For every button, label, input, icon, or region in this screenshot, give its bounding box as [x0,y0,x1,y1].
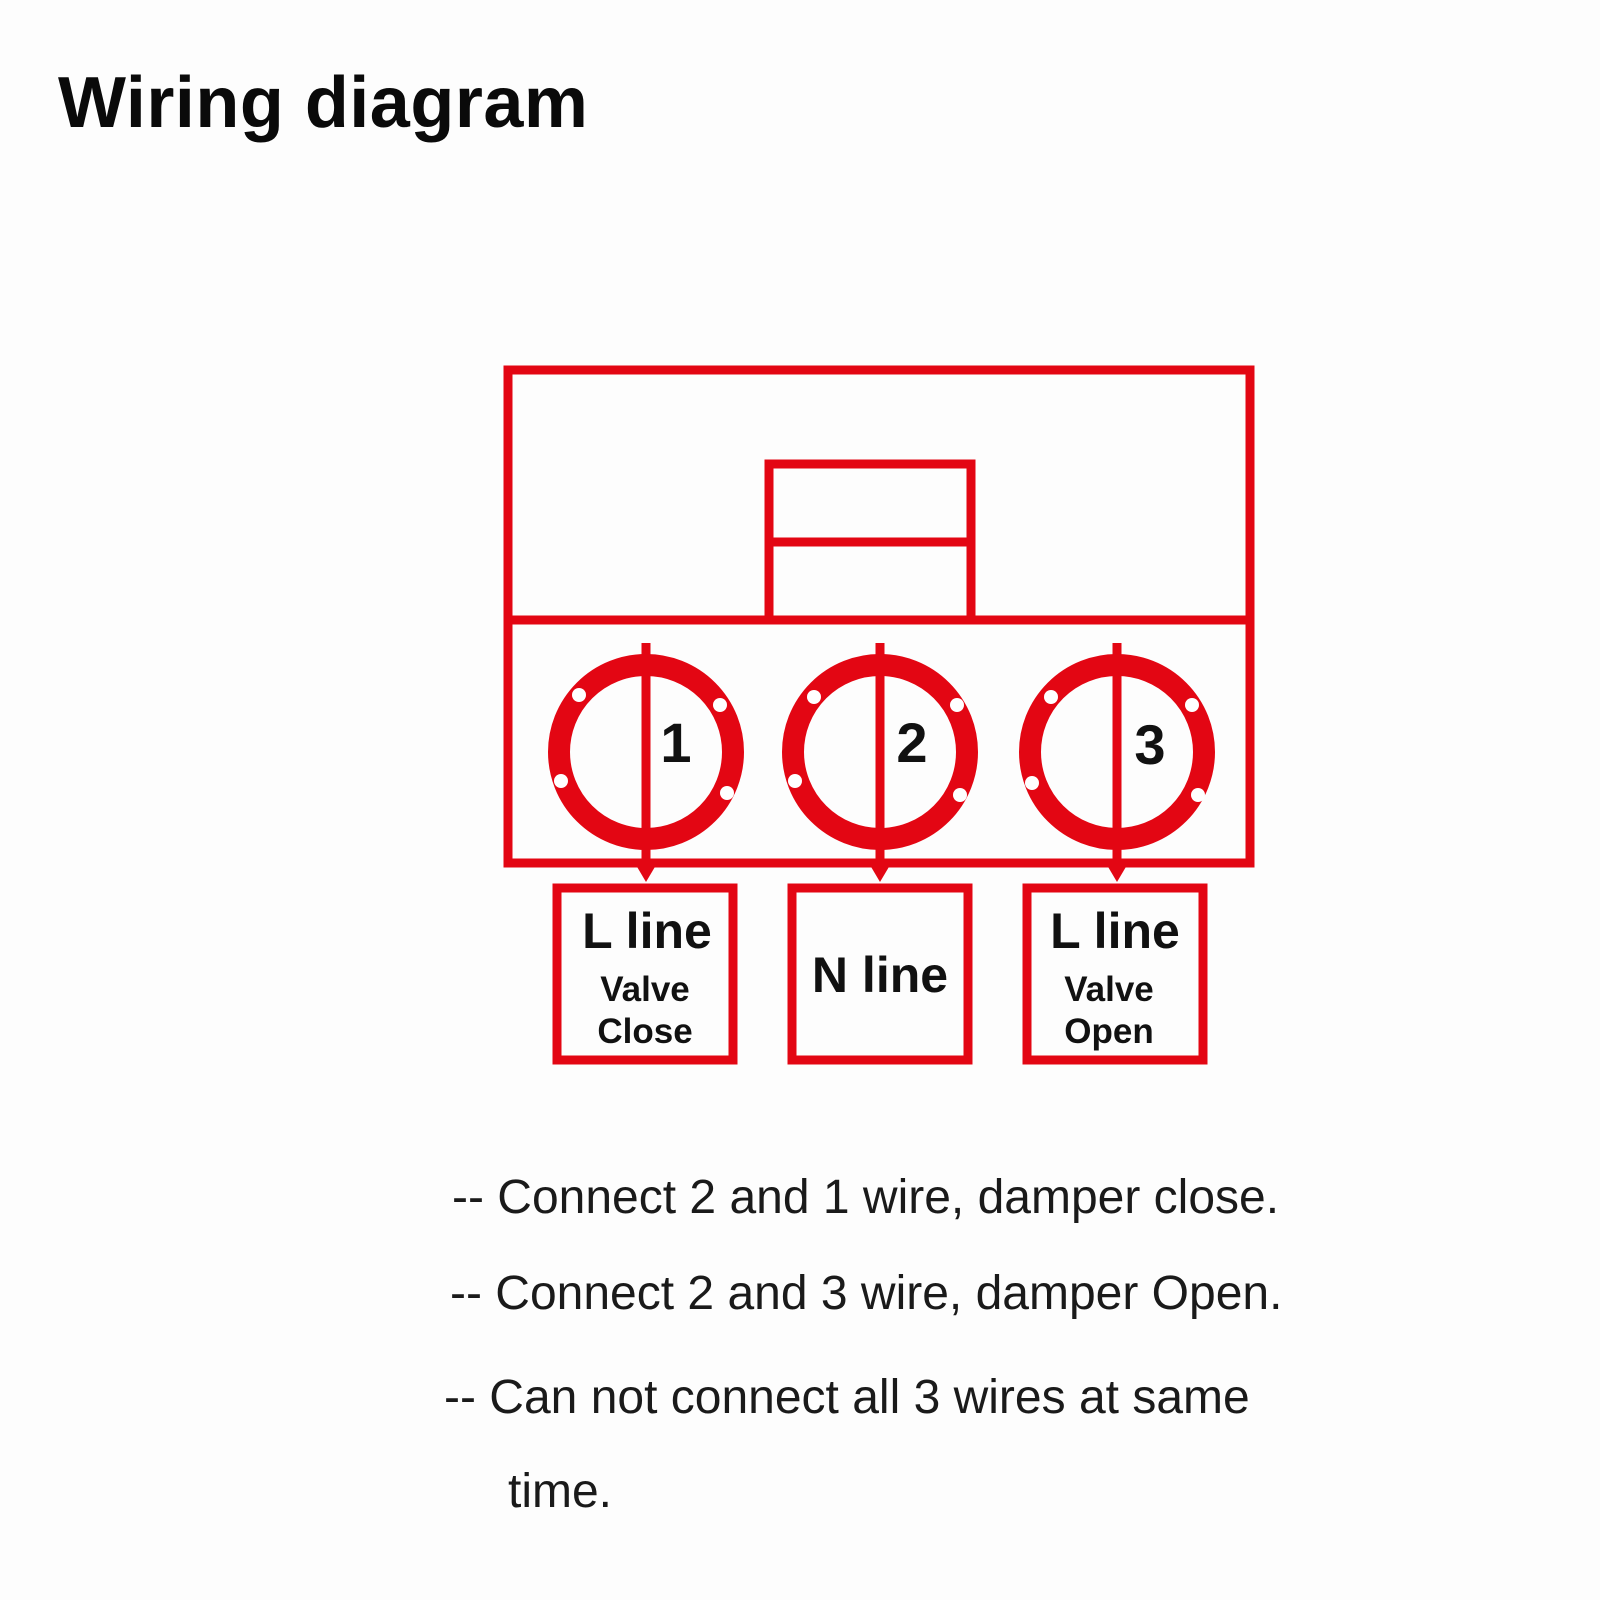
terminal-1-arrow [633,860,659,882]
screw-hole-icon [713,698,727,712]
screw-hole-icon [554,774,568,788]
terminal-2-number: 2 [896,711,927,774]
screw-hole-icon [1191,788,1205,802]
terminal-3-sublabel-1: Valve [1064,970,1154,1009]
terminal-2-label: N line [812,947,948,1003]
terminal-1-label: L line [582,903,712,959]
instruction-note-warning: -- Can not connect all 3 wires at same [444,1371,1250,1424]
terminal-3-sublabel-2: Open [1064,1012,1153,1051]
label-box-2 [787,883,973,1065]
terminal-2-arrow [867,860,893,882]
instruction-note-close: -- Connect 2 and 1 wire, damper close. [452,1171,1280,1224]
screw-hole-icon [1185,698,1199,712]
terminal-3-number: 3 [1134,713,1165,776]
screw-hole-icon [807,690,821,704]
screw-hole-icon [572,688,586,702]
terminal-3: 3 [1019,643,1215,882]
terminal-1-number: 1 [660,711,691,774]
instruction-note-open: -- Connect 2 and 3 wire, damper Open. [450,1267,1283,1320]
screw-hole-icon [1025,776,1039,790]
terminal-1: 1 [548,643,744,882]
screw-hole-icon [950,698,964,712]
terminal-1-sublabel-2: Close [597,1012,692,1051]
page-title: Wiring diagram [58,63,589,143]
screw-hole-icon [953,788,967,802]
instruction-note-warning-continued: time. [508,1465,613,1518]
label-box-3 [1022,883,1208,1065]
screw-hole-icon [788,774,802,788]
screw-hole-icon [720,786,734,800]
screw-hole-icon [1044,690,1058,704]
terminal-2: 2 [782,643,978,882]
terminal-3-arrow [1104,860,1130,882]
terminal-3-label: L line [1050,903,1180,959]
terminal-1-sublabel-1: Valve [600,970,690,1009]
label-box-1 [552,883,738,1065]
